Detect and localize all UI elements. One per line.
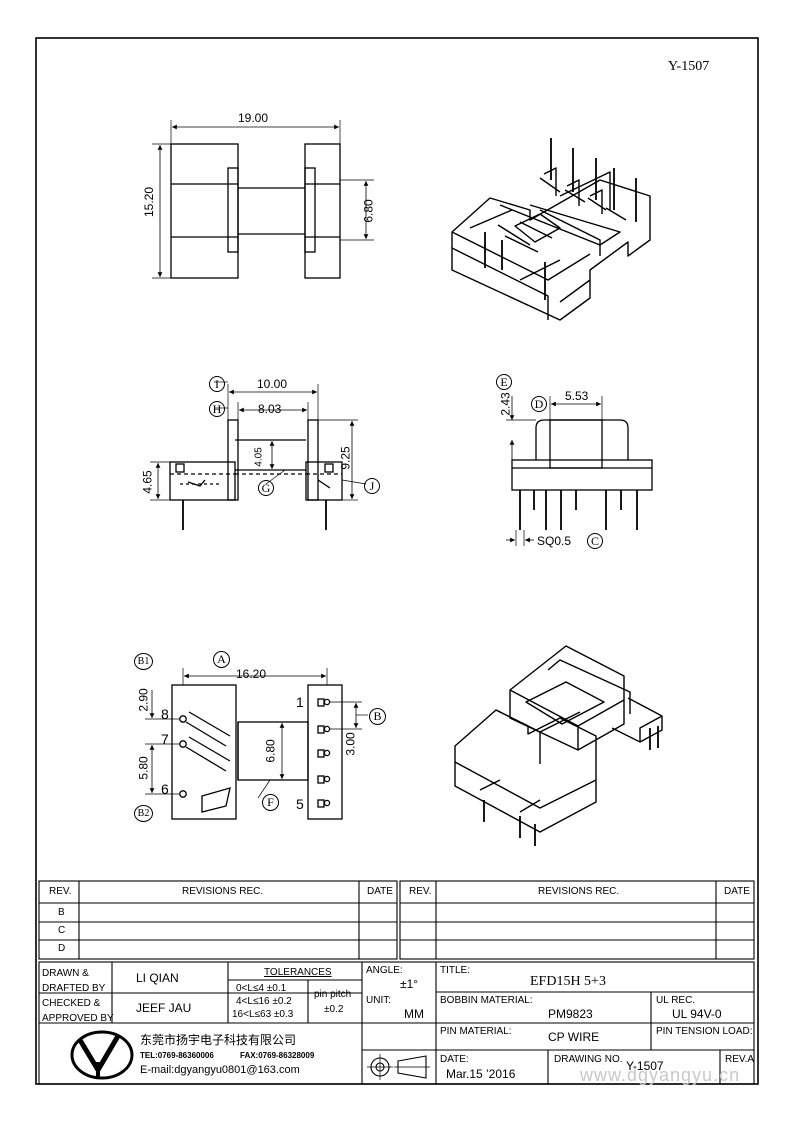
dim-front-height-j: 9.25	[338, 446, 353, 470]
end-view	[506, 396, 653, 546]
date-label: DATE:	[440, 1054, 469, 1065]
watermark: www.dgyangyu.cn	[580, 1065, 741, 1085]
title-value: EFD15H 5+3	[530, 974, 606, 989]
rev-left-header-date: DATE	[367, 886, 393, 897]
rev-row-b: B	[58, 907, 65, 918]
pin-label-6: 6	[161, 781, 169, 797]
ul-value: UL 94V-0	[672, 1007, 722, 1021]
iso-view-top	[451, 138, 651, 321]
angle-label: ANGLE:	[366, 965, 403, 976]
drawing-no-label: DRAWING NO.	[554, 1054, 623, 1065]
company-name: 东莞市扬宇电子科技有限公司	[140, 1033, 297, 1047]
callout-c: C	[587, 533, 603, 549]
iso-view-bottom	[454, 645, 663, 846]
rev-level: REV.A	[725, 1054, 755, 1065]
dim-side-height: 15.20	[142, 186, 157, 218]
pin-pitch-tolerance: ±0.2	[324, 1004, 344, 1015]
dim-bottom-width-a: 16.20	[236, 667, 267, 681]
bobbin-material-value: PM9823	[548, 1007, 593, 1021]
dim-bottom-580: 5.80	[136, 756, 151, 780]
dim-end-width-d: 5.53	[565, 389, 589, 403]
tolerances-label: TOLERANCES	[264, 967, 332, 978]
angle-value: ±1°	[400, 977, 419, 991]
rev-right-header-rec: REVISIONS REC.	[538, 886, 620, 897]
pin-label-8: 8	[161, 706, 169, 722]
checked-label: CHECKED & APPROVED BY	[42, 998, 114, 1024]
dim-front-height-g: 4.05	[253, 447, 265, 467]
front-view	[150, 381, 367, 530]
callout-b: B	[369, 708, 386, 725]
dim-end-height-e: 2.43	[498, 392, 513, 416]
drawing-code: Y-1507	[668, 59, 710, 74]
company-email: E-mail:dgyangyu0801@163.com	[140, 1064, 300, 1076]
rev-left-header-rev: REV.	[49, 886, 72, 897]
dim-side-width: 19.00	[238, 111, 269, 125]
callout-i: I	[209, 376, 225, 392]
dim-bottom-290: 2.90	[136, 688, 151, 712]
tolerance-3: 16<L≤63 ±0.3	[232, 1009, 294, 1020]
drawing-no-value: Y-1507	[626, 1059, 664, 1073]
dim-side-window: 6.80	[361, 199, 376, 223]
title-label: TITLE:	[440, 965, 471, 976]
callout-e: E	[496, 374, 512, 390]
pin-material-value: CP WIRE	[548, 1030, 600, 1044]
title-block	[38, 961, 755, 1085]
bottom-view	[145, 668, 368, 820]
pin-pitch-label: pin pitch	[314, 989, 352, 1000]
rev-right-header-rev: REV.	[409, 886, 432, 897]
company-tel: TEL:0769-86360006	[140, 1051, 214, 1060]
callout-d: D	[531, 396, 547, 412]
drawn-label: DRAWN & DRAFTED BY	[42, 968, 106, 994]
bobbin-material-label: BOBBIN MATERIAL:	[440, 995, 533, 1006]
company-logo	[70, 1030, 134, 1080]
checked-by: JEEF JAU	[136, 1001, 192, 1015]
ul-label: UL REC.	[656, 995, 696, 1006]
dim-bottom-300: 3.00	[343, 732, 358, 756]
rev-row-d: D	[58, 943, 66, 954]
pin-label-5: 5	[296, 796, 304, 812]
rev-left-header-rec: REVISIONS REC.	[182, 886, 264, 897]
pin-material-label: PIN MATERIAL:	[440, 1026, 512, 1037]
tolerance-1: 0<L≤4 ±0.1	[236, 983, 287, 994]
rev-right-header-date: DATE	[724, 886, 750, 897]
tolerance-2: 4<L≤16 ±0.2	[236, 996, 292, 1007]
dim-front-width-i: 10.00	[257, 377, 288, 391]
unit-value: MM	[404, 1007, 424, 1021]
pin-label-1: 1	[296, 694, 304, 710]
callout-b2: B2	[134, 805, 153, 822]
pin-tension-label: PIN TENSION LOAD:	[656, 1026, 753, 1037]
callout-a: A	[213, 651, 230, 668]
pin-label-7: 7	[161, 731, 169, 747]
rev-row-c: C	[58, 925, 66, 936]
callout-b1: B1	[134, 653, 153, 670]
revision-table	[38, 880, 755, 960]
drawn-by: LI QIAN	[136, 971, 179, 985]
dim-end-pin: SQ0.5	[537, 534, 572, 548]
dim-bottom-680: 6.80	[263, 739, 278, 763]
callout-h: H	[209, 401, 225, 417]
side-view	[152, 120, 374, 279]
callout-f: F	[262, 794, 279, 811]
company-fax: FAX:0769-86328009	[240, 1051, 315, 1060]
dim-front-width-h: 8.03	[258, 402, 282, 416]
callout-j: J	[364, 478, 380, 494]
date-value: Mar.15 ’2016	[446, 1067, 516, 1081]
callout-g: G	[258, 480, 274, 496]
dim-front-left-height: 4.65	[140, 470, 155, 494]
unit-label: UNIT:	[366, 995, 391, 1006]
